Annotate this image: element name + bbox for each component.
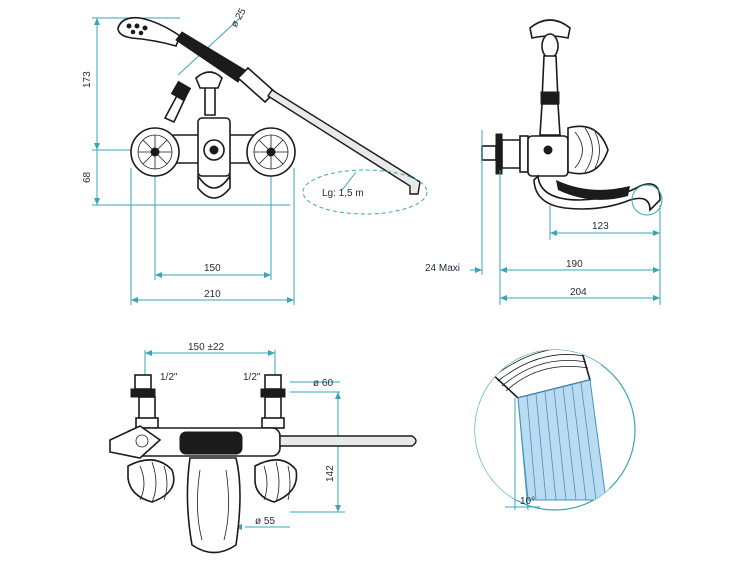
dim-173: 173	[82, 71, 93, 88]
dim-150-tol: 150 ±22	[188, 342, 225, 353]
dim-diameter-55: ø 55	[255, 516, 275, 527]
side-mixer-body	[527, 135, 569, 177]
dim-diameter-60: ø 60	[313, 378, 333, 389]
side-view: 123 24 Maxi 190 204	[425, 19, 663, 305]
angle-10: 10°	[520, 496, 535, 507]
right-inlet	[260, 374, 286, 429]
dim-150: 150	[204, 263, 221, 274]
side-spout	[533, 174, 661, 212]
dim-diameter-25: ø 25	[229, 6, 249, 29]
hose-length-label: Lg: 1,5 m	[322, 188, 364, 199]
shower-hose	[267, 89, 421, 195]
dim-123: 123	[592, 221, 609, 232]
side-shower-head	[529, 19, 571, 39]
dim-190: 190	[566, 259, 583, 270]
front-view: 173 68 150 210 ø 25	[82, 6, 428, 305]
thread-left: 1/2"	[160, 372, 178, 383]
left-handle-front	[130, 127, 180, 177]
dim-210: 210	[204, 289, 221, 300]
thread-right: 1/2"	[243, 372, 261, 383]
bottom-hose	[279, 435, 417, 447]
bottom-view: 150 ±22 1/2" 1/2" ø 60 142 ø 55	[109, 342, 417, 554]
right-handle-front	[246, 127, 296, 177]
dim-204: 204	[570, 287, 587, 298]
dim-24-maxi: 24 Maxi	[425, 263, 460, 274]
side-handle	[567, 125, 609, 175]
dim-142: 142	[325, 465, 336, 482]
hose-ellipse	[302, 169, 428, 215]
left-inlet	[130, 374, 159, 429]
detail-view: 10°	[474, 349, 636, 511]
mixer-body-front	[169, 117, 261, 199]
bottom-left-knob	[127, 459, 175, 503]
dim-68: 68	[82, 171, 93, 183]
bottom-spout	[186, 457, 241, 554]
shower-head	[117, 16, 181, 47]
